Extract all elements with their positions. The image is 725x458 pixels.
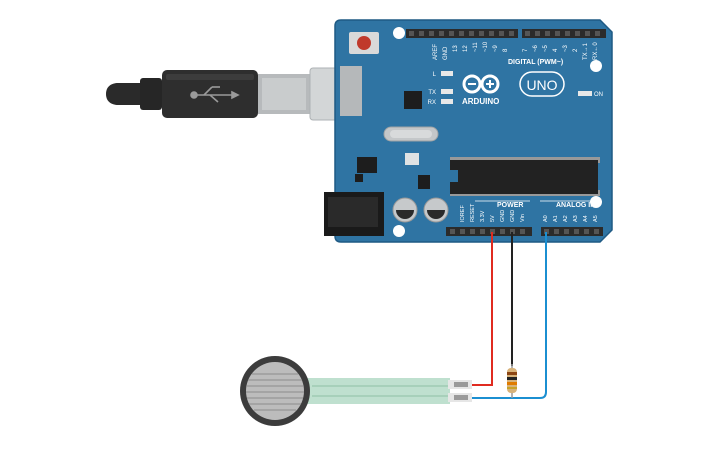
power-header[interactable] bbox=[446, 227, 532, 236]
model-text: UNO bbox=[526, 77, 557, 93]
pin-label: RX←0 bbox=[593, 42, 599, 60]
pin-label: IOREF bbox=[460, 205, 466, 222]
pin-label: 2 bbox=[573, 48, 579, 52]
pin-label: 12 bbox=[463, 45, 469, 52]
pin-label: ~10 bbox=[483, 41, 489, 52]
pin-label: TX→1 bbox=[583, 42, 589, 60]
wire-5v[interactable] bbox=[471, 232, 493, 386]
reset-button[interactable] bbox=[349, 32, 379, 54]
power-label: POWER bbox=[497, 202, 523, 209]
pin-label: AREF bbox=[433, 44, 439, 60]
digital-header[interactable] bbox=[406, 29, 606, 38]
pin-label: RESET bbox=[470, 203, 476, 222]
pin-label: ~5 bbox=[543, 44, 549, 52]
pin-label: 8 bbox=[503, 48, 509, 52]
regulator-chip bbox=[404, 91, 422, 109]
mounting-hole bbox=[590, 60, 602, 72]
usb-jack bbox=[340, 66, 362, 116]
pin-label: A4 bbox=[583, 215, 589, 222]
pin-label: 5V bbox=[490, 215, 496, 222]
analog-header[interactable] bbox=[541, 227, 603, 236]
pin-label: A0 bbox=[543, 215, 549, 222]
power-pin-labels: IOREF RESET 3.3V 5V GND GND Vin bbox=[460, 203, 526, 222]
arduino-board[interactable]: AREF GND 13 12 ~11 ~10 ~9 8 7 ~6 ~5 4 ~3… bbox=[324, 19, 613, 243]
force-sensitive-resistor[interactable] bbox=[240, 356, 472, 426]
pull-down-resistor[interactable] bbox=[507, 364, 517, 398]
pin-label: GND bbox=[443, 46, 449, 60]
wire-signal-a0[interactable] bbox=[471, 232, 547, 399]
led-label-rx: RX bbox=[428, 100, 436, 106]
led-label-l: L bbox=[433, 72, 437, 78]
reset-switch-small bbox=[405, 153, 419, 165]
pin-label: 4 bbox=[553, 48, 559, 52]
usb-symbol-icon bbox=[190, 86, 240, 103]
crystal-oscillator bbox=[383, 126, 439, 142]
mounting-hole bbox=[590, 196, 602, 208]
microcontroller-chip bbox=[450, 157, 600, 196]
arduino-logo: ARDUINO UNO bbox=[462, 71, 565, 106]
digital-pin-labels: AREF GND 13 12 ~11 ~10 ~9 8 7 ~6 ~5 4 ~3… bbox=[433, 41, 599, 60]
pin-label: A2 bbox=[563, 215, 569, 222]
pin-label: GND bbox=[510, 210, 516, 222]
usb-cable[interactable] bbox=[106, 67, 349, 121]
small-chip bbox=[418, 175, 430, 189]
sensor-pattern bbox=[246, 373, 304, 411]
pin-label: 3.3V bbox=[480, 210, 486, 222]
analog-label: ANALOG IN bbox=[556, 202, 595, 209]
capacitors bbox=[392, 197, 449, 223]
mounting-hole bbox=[393, 225, 405, 237]
pin-label: 7 bbox=[523, 48, 529, 52]
pin-label: ~11 bbox=[473, 42, 479, 52]
brand-text: ARDUINO bbox=[462, 97, 499, 106]
power-jack bbox=[324, 192, 384, 236]
pin-label: A1 bbox=[553, 215, 559, 222]
status-leds: L TX RX ON bbox=[428, 71, 603, 106]
pin-label: Vin bbox=[520, 214, 526, 222]
pin-label: 13 bbox=[453, 45, 459, 52]
infinity-logo-icon bbox=[462, 74, 500, 94]
digital-label: DIGITAL (PWM~) bbox=[508, 59, 563, 66]
led-label-tx: TX bbox=[428, 90, 436, 96]
transistor bbox=[357, 157, 377, 173]
led-label-on: ON bbox=[594, 92, 603, 98]
mounting-hole bbox=[393, 27, 405, 39]
pin-label: ~6 bbox=[533, 44, 539, 52]
analog-pin-labels: A0 A1 A2 A3 A4 A5 bbox=[543, 215, 599, 222]
pin-label: ~3 bbox=[563, 44, 569, 52]
pin-label: GND bbox=[500, 210, 506, 222]
pin-label: A5 bbox=[593, 215, 599, 222]
pin-label: ~9 bbox=[493, 44, 499, 52]
pin-label: A3 bbox=[573, 215, 579, 222]
